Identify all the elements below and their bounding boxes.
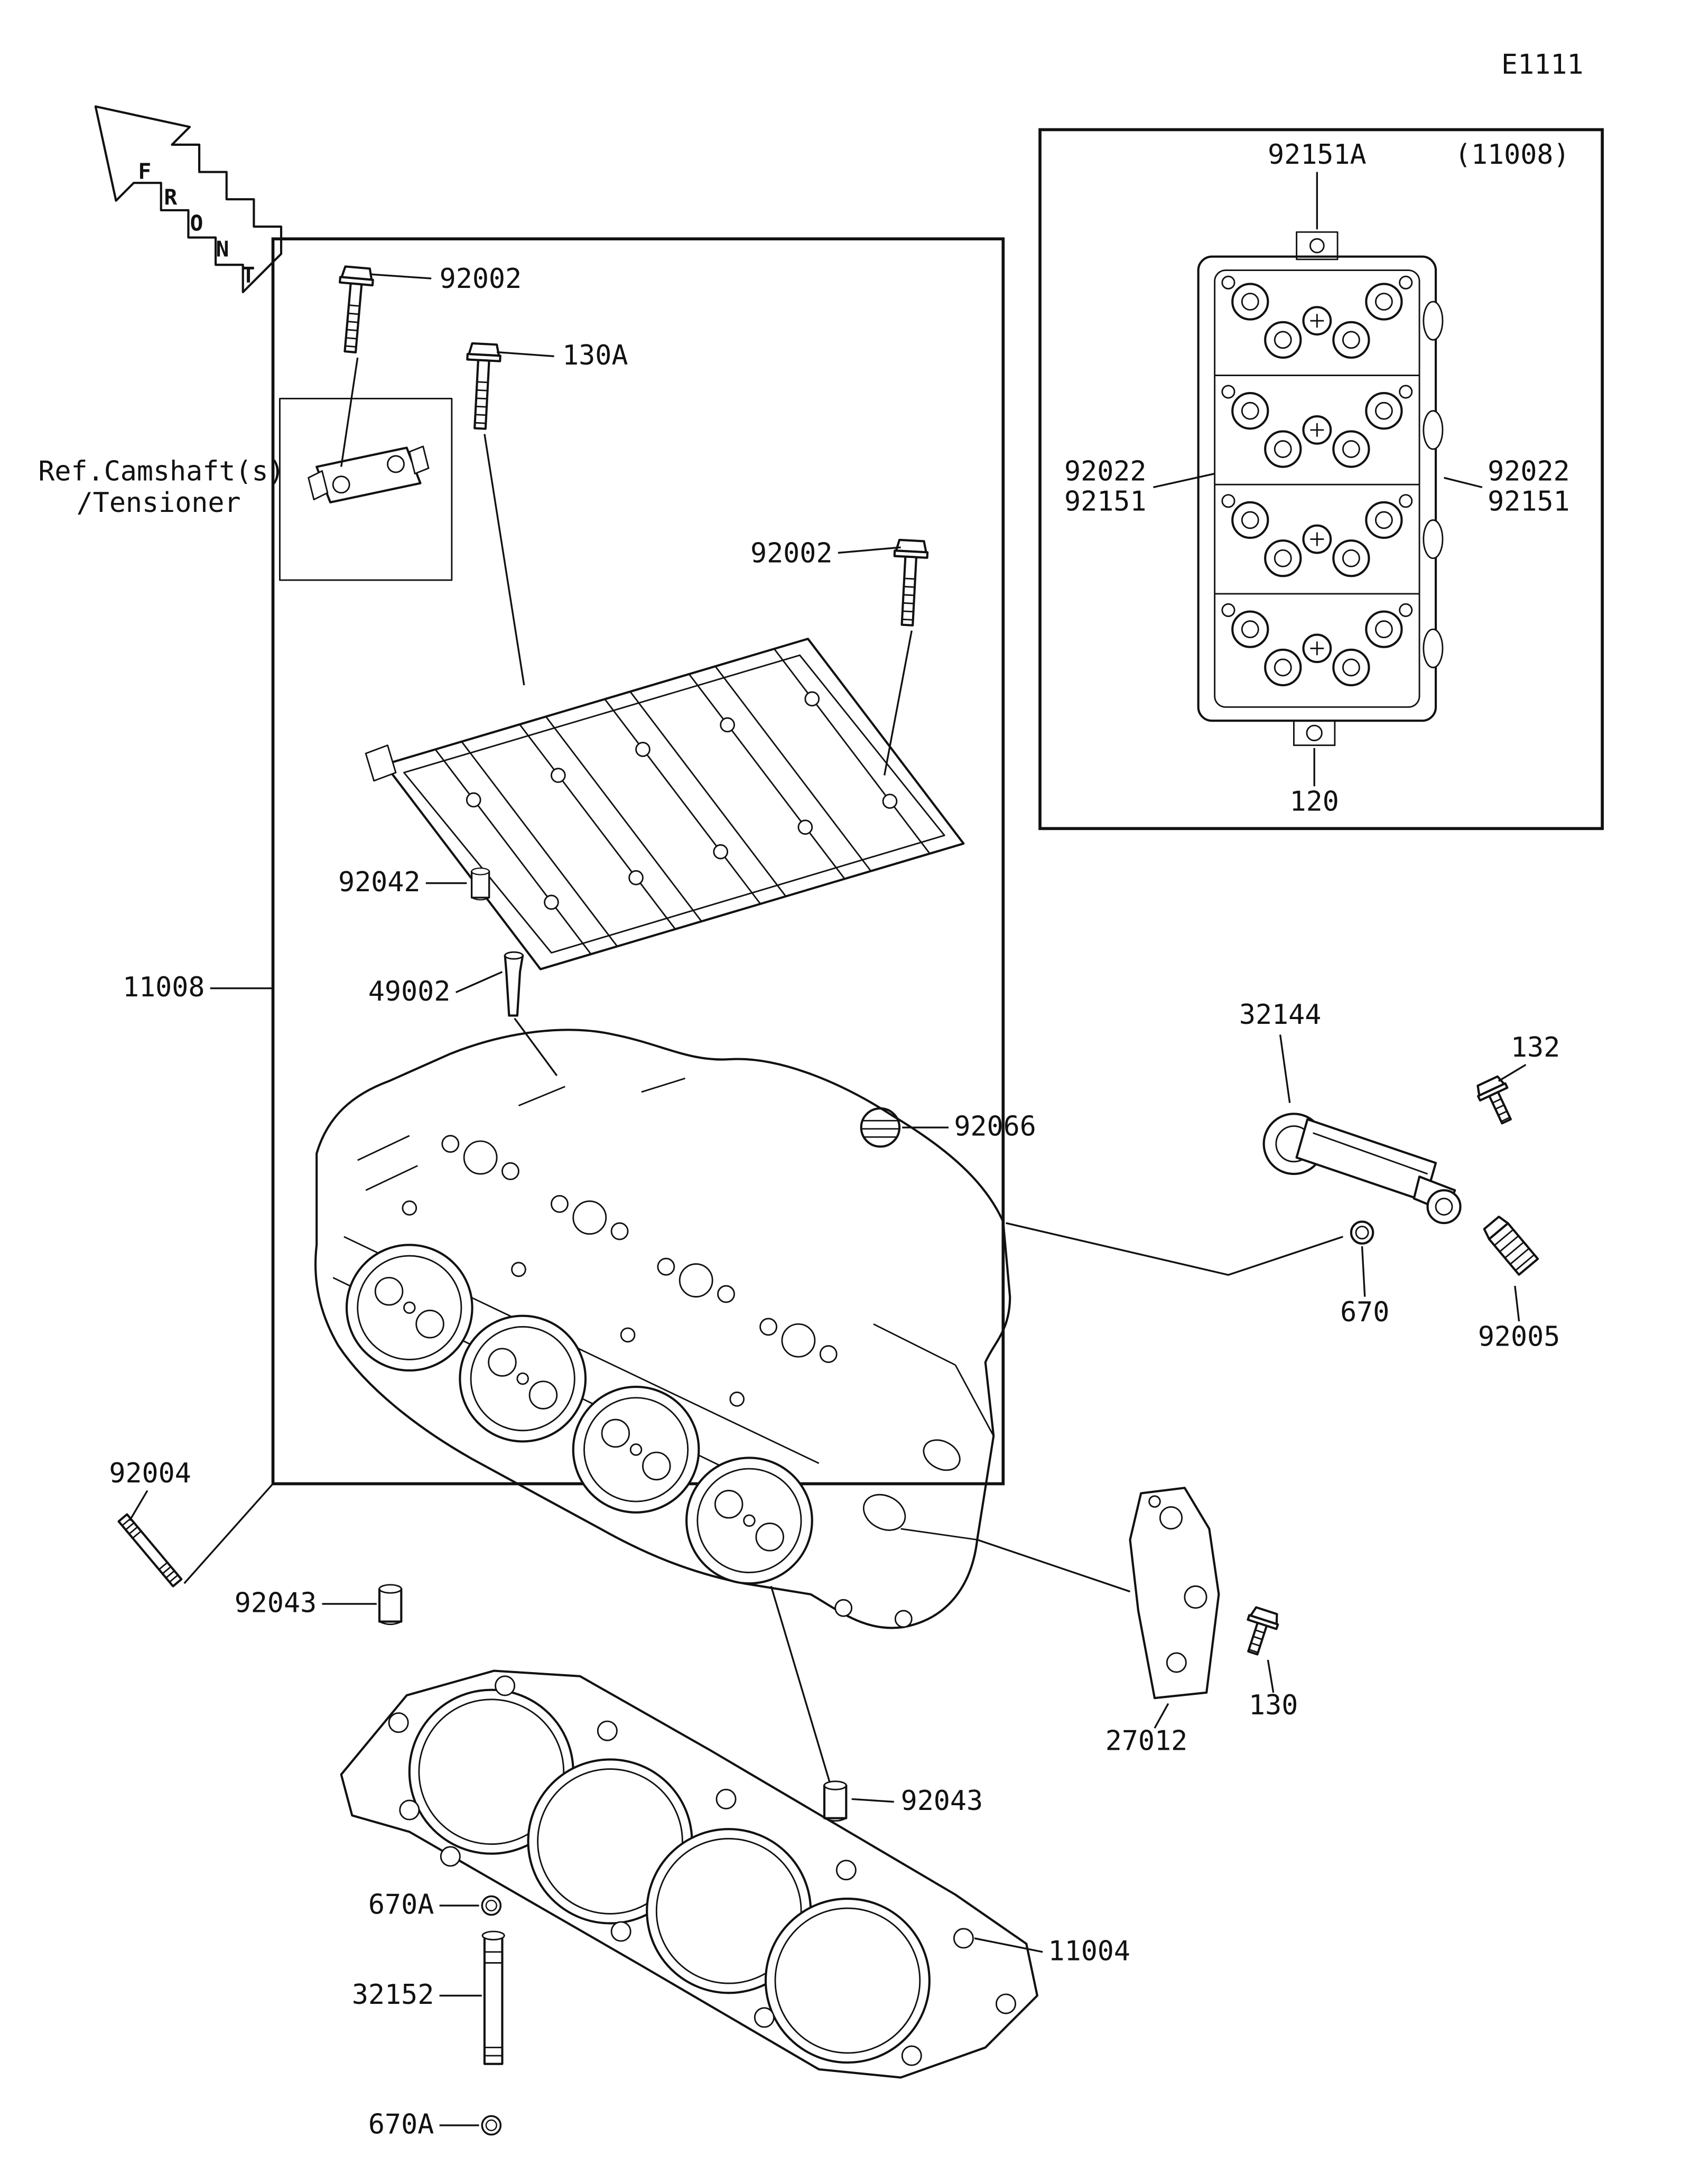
- bolt-130: [1239, 1606, 1281, 1657]
- bolt-130a: [464, 343, 501, 429]
- callout-92043-b: 92043: [901, 1785, 983, 1817]
- inset-group-label: (11008): [1455, 139, 1570, 171]
- callout-120: 120: [1290, 786, 1339, 818]
- callout-670: 670: [1340, 1296, 1389, 1328]
- pipe-assy-32144: [1262, 1113, 1462, 1225]
- head-bore-3: [572, 1386, 700, 1514]
- dowel-92042: [470, 867, 490, 901]
- oring-670a-b: [481, 2115, 502, 2136]
- callout-92066: 92066: [954, 1111, 1036, 1143]
- cylinder-head-part: [314, 1029, 1011, 1629]
- front-letter-f: F: [138, 158, 151, 184]
- front-letter-o: O: [190, 211, 203, 236]
- callout-92151-right: 92151: [1488, 486, 1569, 517]
- callout-92151a: 92151A: [1268, 139, 1367, 171]
- callout-130: 130: [1249, 1690, 1298, 1721]
- callout-92151-left: 92151: [1064, 486, 1146, 517]
- callout-49002: 49002: [368, 976, 450, 1007]
- head-bore-4: [685, 1457, 813, 1585]
- callout-92002-top: 92002: [440, 263, 522, 295]
- front-letter-r: R: [164, 185, 177, 210]
- callout-130a: 130A: [562, 340, 628, 371]
- dowel-92043-a: [379, 1585, 401, 1625]
- ref-note-line1: Ref.Camshaft(s): [38, 455, 284, 487]
- camshaft-ref-outline: [279, 398, 453, 581]
- oring-670: [1351, 1221, 1373, 1243]
- callout-32144: 32144: [1239, 999, 1321, 1031]
- stud-92004: [117, 1513, 183, 1588]
- callout-92022-left: 92022: [1064, 455, 1146, 487]
- front-letter-n: N: [216, 237, 229, 262]
- callout-670a-a: 670A: [368, 1889, 434, 1920]
- bolt-132: [1474, 1075, 1520, 1127]
- diagram-code: E1111: [1501, 49, 1583, 81]
- front-arrow: F R O N T: [94, 105, 283, 293]
- head-bore-1: [345, 1244, 473, 1372]
- bolt-92002-mid: [891, 540, 928, 626]
- fitting-92005: [1483, 1216, 1539, 1276]
- cam-holder-part: [365, 638, 965, 970]
- callout-92022-right: 92022: [1488, 455, 1569, 487]
- bracket-27012: [1129, 1487, 1220, 1700]
- callout-132: 132: [1511, 1032, 1560, 1063]
- callout-11004: 11004: [1048, 1935, 1130, 1967]
- head-top-view: [1197, 231, 1443, 746]
- oring-670a-a: [481, 1895, 502, 1916]
- callout-32152: 32152: [352, 1979, 434, 2011]
- callout-92042: 92042: [338, 866, 420, 898]
- head-gasket-part: [340, 1669, 1038, 2079]
- gasket-bore-4: [764, 1897, 931, 2064]
- camshaft-bracket-part: [308, 445, 430, 503]
- ref-note: Ref.Camshaft(s) /Tensioner: [38, 455, 284, 518]
- bolt-92002-top: [334, 266, 374, 353]
- dowel-92043-b: [824, 1781, 846, 1821]
- callout-92043-a: 92043: [235, 1587, 317, 1619]
- callout-27012: 27012: [1105, 1725, 1187, 1757]
- callout-92004: 92004: [109, 1458, 191, 1489]
- plug-92066: [860, 1107, 901, 1148]
- head-bore-2: [459, 1314, 587, 1443]
- valve-guide-49002: [504, 951, 524, 1017]
- callout-670a-b: 670A: [368, 2108, 434, 2140]
- callout-92005: 92005: [1478, 1321, 1560, 1353]
- front-letter-t: T: [242, 263, 255, 288]
- callout-11008: 11008: [123, 972, 205, 1003]
- ref-note-line2: /Tensioner: [77, 487, 241, 519]
- callout-92002-mid: 92002: [750, 537, 832, 569]
- inset-panel: 92151A (11008) 92022 92151 92022 92151 1…: [1038, 128, 1604, 830]
- tube-32152: [481, 1930, 505, 2065]
